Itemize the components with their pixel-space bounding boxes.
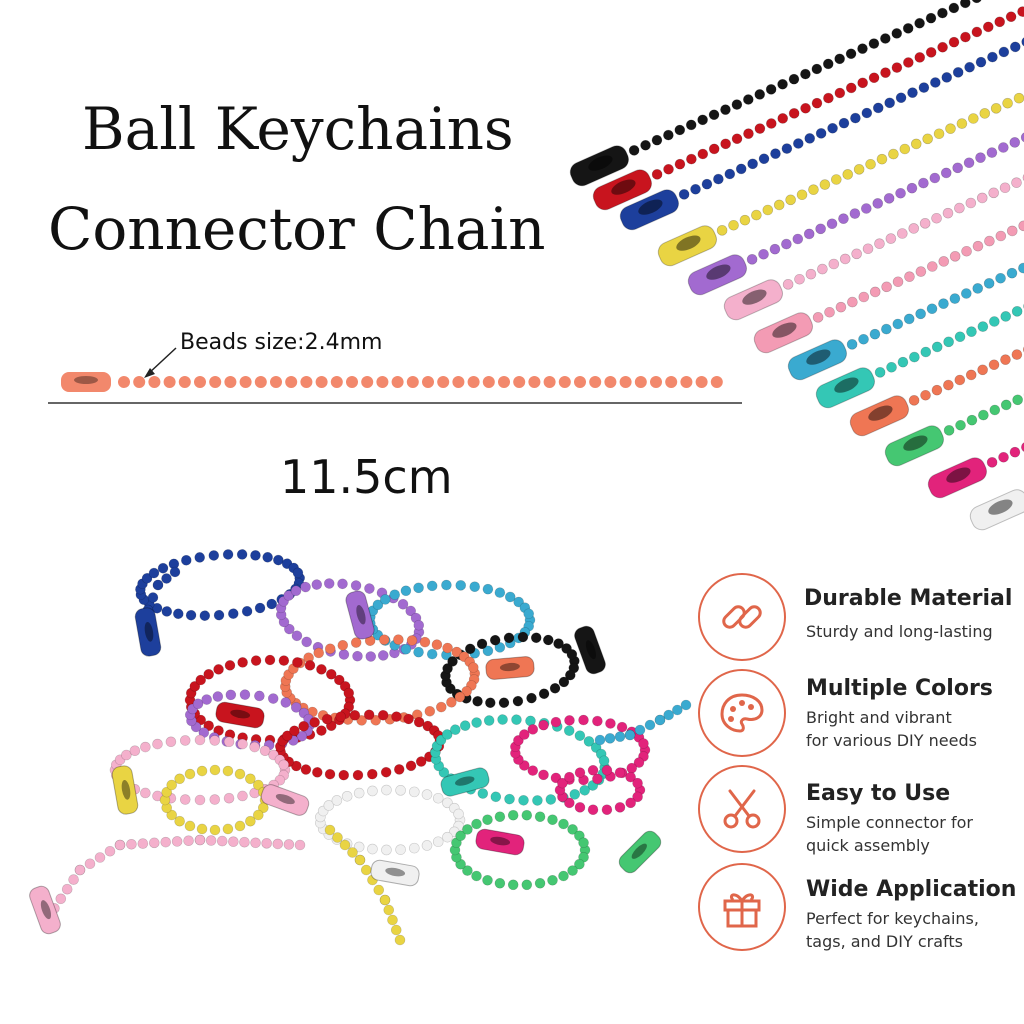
title-line-1: Ball Keychains	[82, 95, 514, 163]
feature-desc-wide-1: Perfect for keychains,	[806, 909, 979, 928]
chain-strand	[849, 346, 1024, 437]
chain-loop	[159, 764, 271, 836]
chain-link-icon	[722, 605, 762, 629]
chain-clasp	[440, 767, 490, 797]
chain-loop	[554, 765, 646, 815]
sample-chain	[61, 372, 723, 392]
feature-desc-colors-2: for various DIY needs	[806, 731, 977, 750]
chain-loop	[279, 634, 481, 726]
feature-desc-easy-2: quick assembly	[806, 836, 930, 855]
chain-strand	[592, 6, 1024, 211]
chain-tail	[324, 824, 406, 946]
chain-clasp	[618, 830, 662, 874]
feature-title-easy: Easy to Use	[806, 781, 951, 806]
palette-icon	[720, 693, 764, 733]
chain-clasp	[345, 590, 375, 640]
chain-loop	[275, 578, 425, 662]
feature-icon-easy	[698, 765, 786, 853]
chain-strand	[815, 303, 1024, 409]
feature-desc-colors-1: Bright and vibrant	[806, 708, 952, 727]
feature-desc-durable-1: Sturdy and long-lasting	[806, 622, 993, 641]
feature-icon-colors	[698, 669, 786, 757]
feature-icon-wide	[698, 863, 786, 951]
bead-pointer-arrowhead	[144, 368, 155, 378]
chain-strand	[927, 442, 1024, 499]
chain-clasp	[260, 784, 310, 816]
chain-clasp	[134, 607, 162, 657]
chain-tail	[594, 699, 692, 746]
chain-loop	[449, 809, 591, 891]
gift-box-icon	[723, 893, 761, 928]
chain-loop	[510, 714, 651, 786]
chain-clasp	[485, 656, 535, 680]
chain-loop	[109, 734, 291, 806]
chain-strand	[969, 489, 1024, 531]
chain-strand	[723, 174, 1024, 321]
feature-title-durable: Durable Material	[804, 586, 1013, 611]
chain-loop	[315, 784, 466, 856]
chain-strand	[753, 220, 1024, 354]
bead-size-label: Beads size:2.4mm	[180, 330, 383, 355]
chain-clasp	[475, 828, 525, 856]
chain-strand	[687, 132, 1024, 296]
chain-clasp	[29, 885, 61, 935]
feature-title-colors: Multiple Colors	[806, 676, 993, 701]
chain-clasp	[215, 701, 265, 729]
chain-strand	[619, 37, 1024, 231]
chain-clasp	[370, 859, 420, 887]
chain-strand	[657, 92, 1024, 267]
title-line-2: Connector Chain	[48, 195, 546, 263]
chain-strand	[884, 393, 1024, 467]
chain-tail	[42, 834, 306, 924]
feature-desc-easy-1: Simple connector for	[806, 813, 973, 832]
feature-icon-durable	[698, 573, 786, 661]
chain-clasp	[111, 765, 139, 815]
chain-clasp	[574, 625, 606, 675]
feature-title-wide: Wide Application	[806, 877, 1017, 902]
chain-strand	[787, 262, 1024, 381]
bead-pointer-arrow	[147, 347, 177, 375]
length-label: 11.5cm	[280, 450, 453, 504]
chain-strand	[569, 0, 982, 187]
feature-desc-wide-2: tags, and DIY crafts	[806, 932, 963, 951]
scissors-icon	[723, 789, 761, 829]
